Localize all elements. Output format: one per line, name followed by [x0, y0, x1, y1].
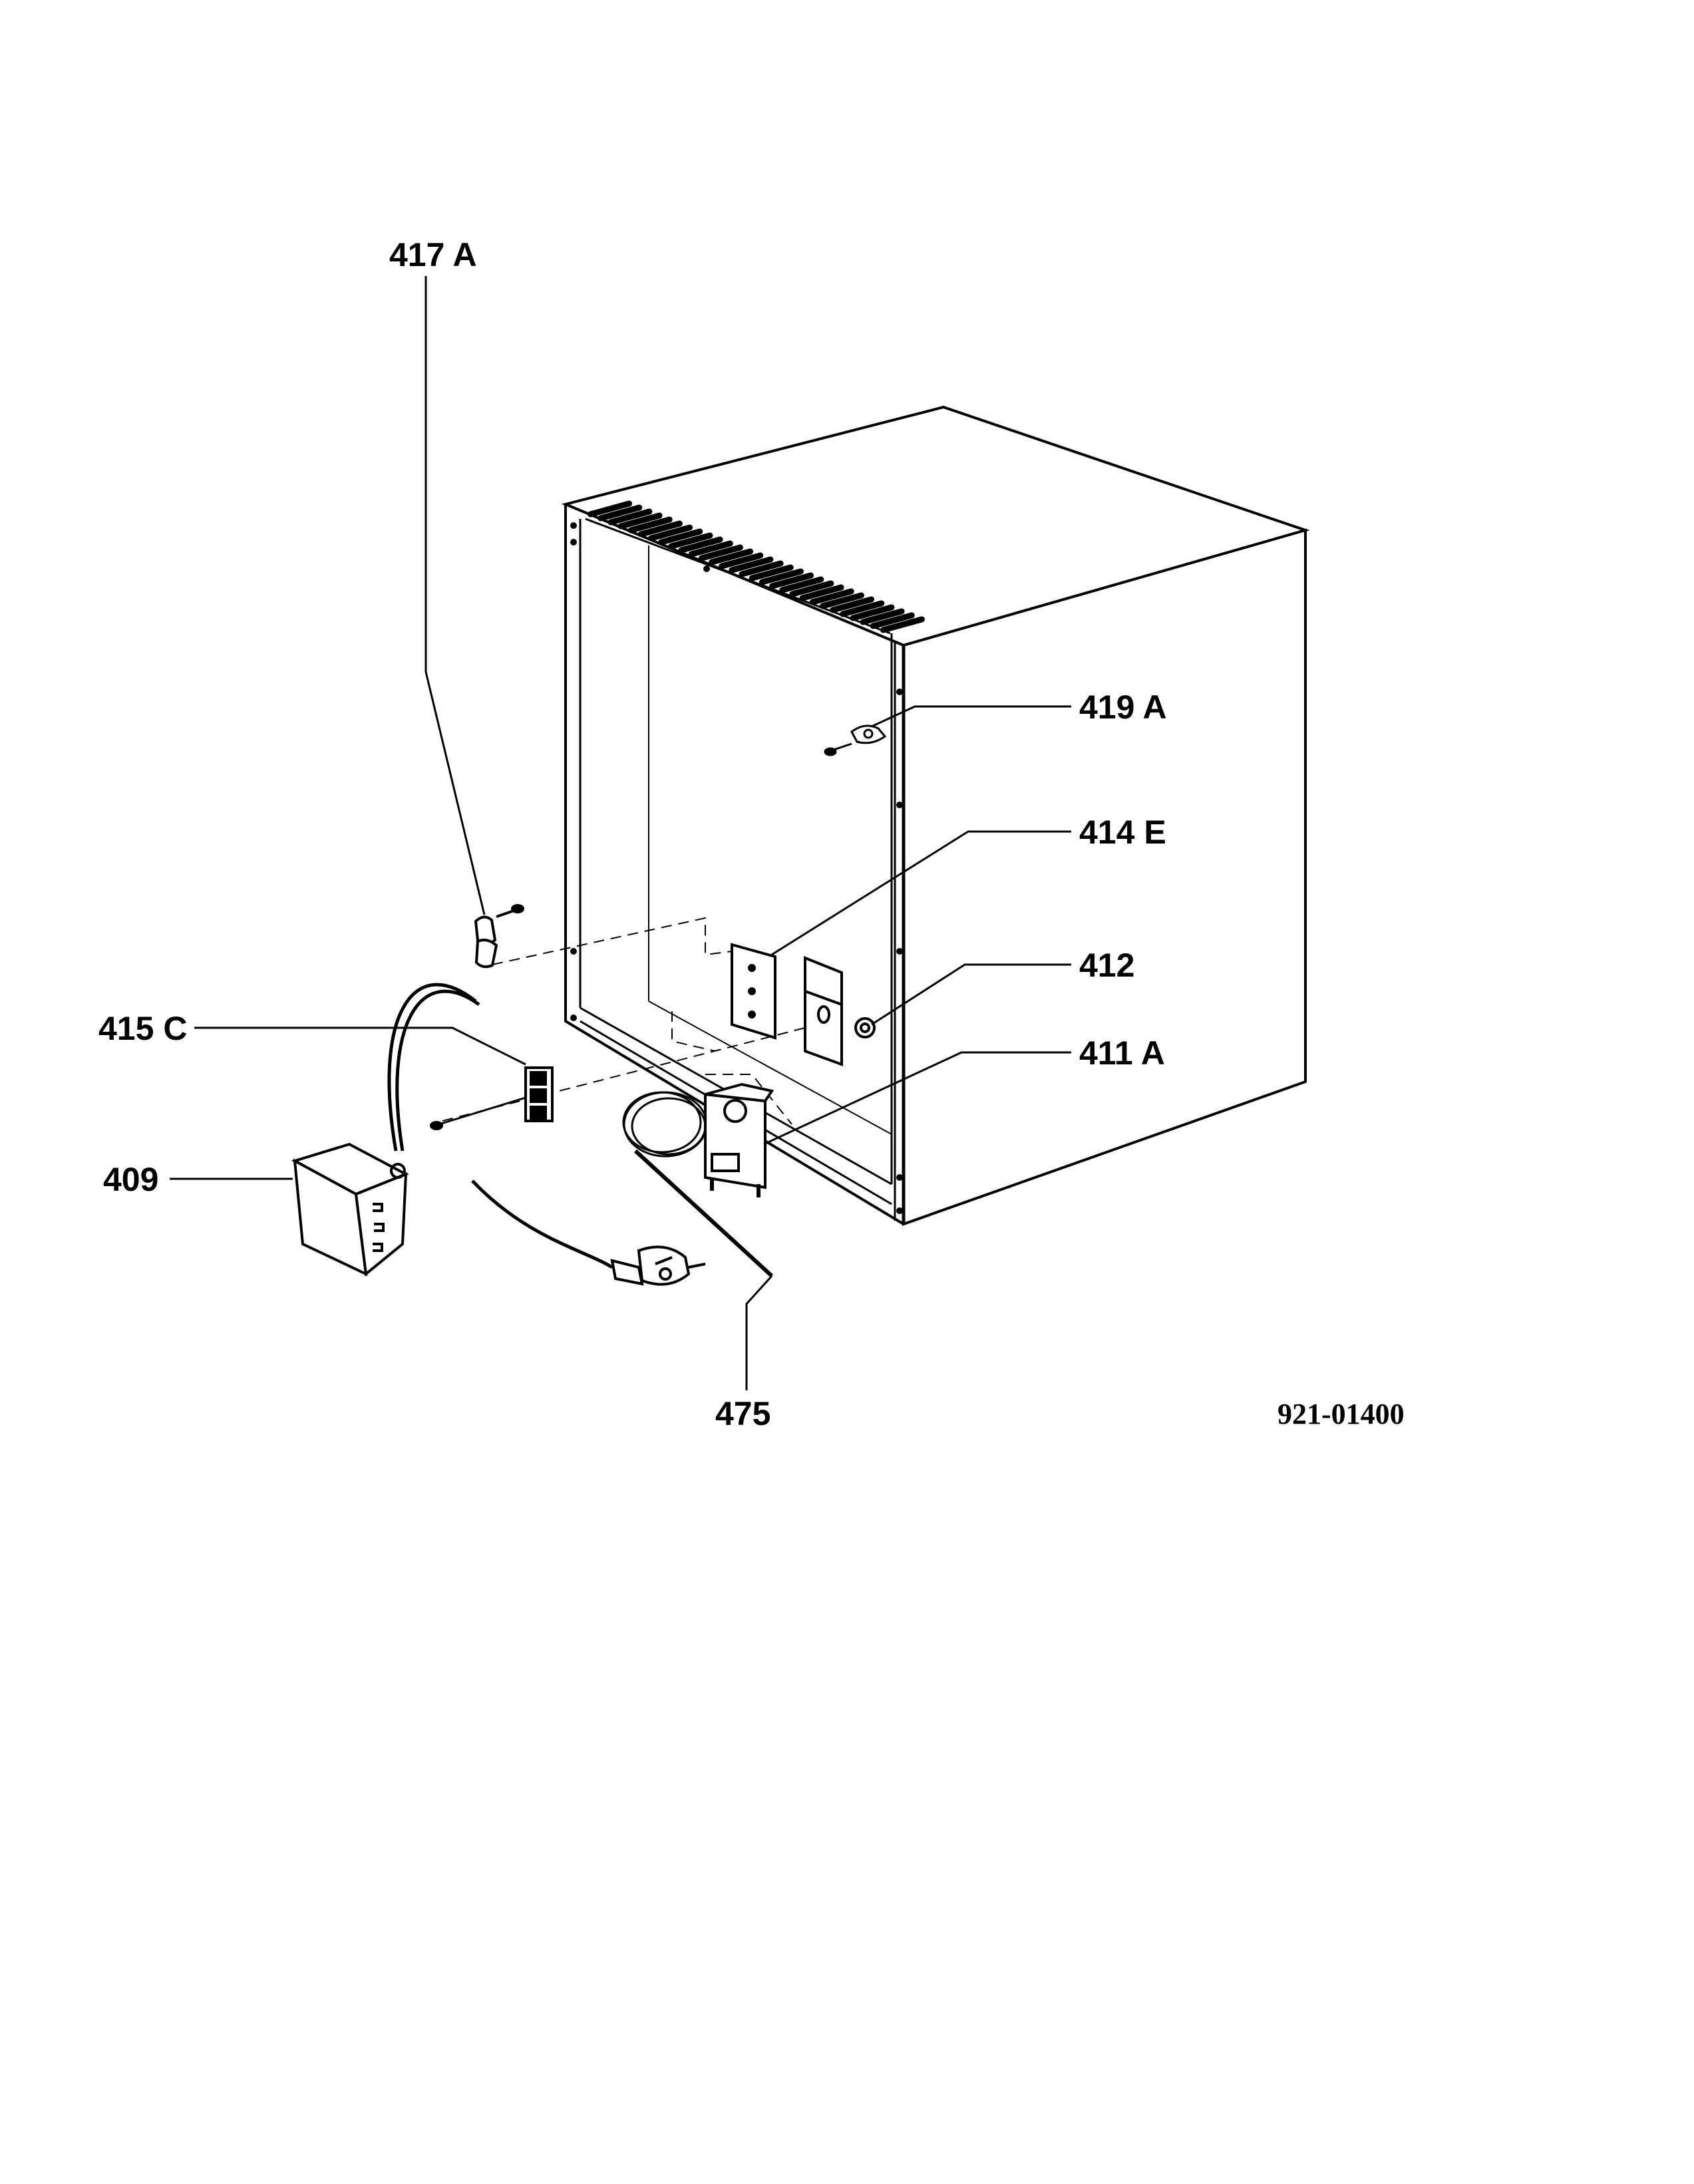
callout-411a: 411 A: [1079, 1034, 1165, 1072]
frame-holes: [570, 522, 903, 1214]
vent-slot: [658, 528, 703, 546]
vent-slot: [668, 532, 713, 549]
vent-slot: [648, 524, 693, 542]
vent-slot: [719, 552, 764, 569]
callout-415c: 415 C: [98, 1010, 187, 1047]
vent-slot: [627, 516, 673, 534]
part-412-nut: [854, 1017, 876, 1038]
vent-slot: [830, 596, 875, 613]
vent-slot: [739, 560, 784, 577]
part-411a-thermostat: [704, 1082, 774, 1197]
power-cord: [387, 983, 613, 1269]
vent-slot: [617, 512, 663, 530]
vent-slot: [759, 568, 804, 585]
refrigerator-cabinet: [561, 405, 1310, 1226]
vent-slot: [880, 616, 925, 633]
power-plug: [610, 1245, 706, 1286]
top-vent-slots: [588, 500, 925, 633]
vent-slot: [588, 500, 633, 518]
part-419a-clamp: [824, 724, 887, 756]
vent-slot: [809, 588, 854, 605]
vent-slot: [850, 604, 895, 621]
vent-slot: [779, 576, 824, 593]
vent-slot: [698, 544, 743, 561]
vent-slot: [870, 612, 915, 629]
vent-slot: [860, 608, 905, 625]
callout-419a: 419 A: [1079, 689, 1167, 726]
vent-slot: [799, 584, 844, 601]
callout-409: 409: [103, 1161, 158, 1198]
callout-475: 475: [715, 1395, 770, 1432]
vent-slot: [678, 536, 723, 553]
callout-412: 412: [1079, 947, 1134, 984]
callout-417a: 417 A: [389, 236, 477, 273]
vent-slot: [840, 600, 885, 617]
vent-slot: [597, 504, 643, 522]
vent-slot: [729, 556, 774, 573]
document-number: 921-01400: [1277, 1398, 1405, 1430]
vent-slot: [819, 592, 864, 609]
mounting-bracket: [804, 956, 843, 1066]
vent-slot: [749, 564, 794, 581]
vent-slot: [607, 508, 653, 526]
vent-slot: [789, 580, 834, 597]
callout-414e: 414 E: [1079, 814, 1166, 851]
leader-lines: [170, 276, 1071, 1390]
part-417a-connector: [474, 904, 524, 969]
vent-slot: [688, 540, 733, 557]
vent-slot: [709, 548, 754, 565]
part-409-cover-box: [291, 1142, 409, 1277]
vent-slot: [769, 572, 814, 589]
vent-slot: [637, 520, 683, 538]
part-414e-plate: [731, 943, 776, 1040]
part-415c-terminal-block: [430, 1066, 554, 1130]
